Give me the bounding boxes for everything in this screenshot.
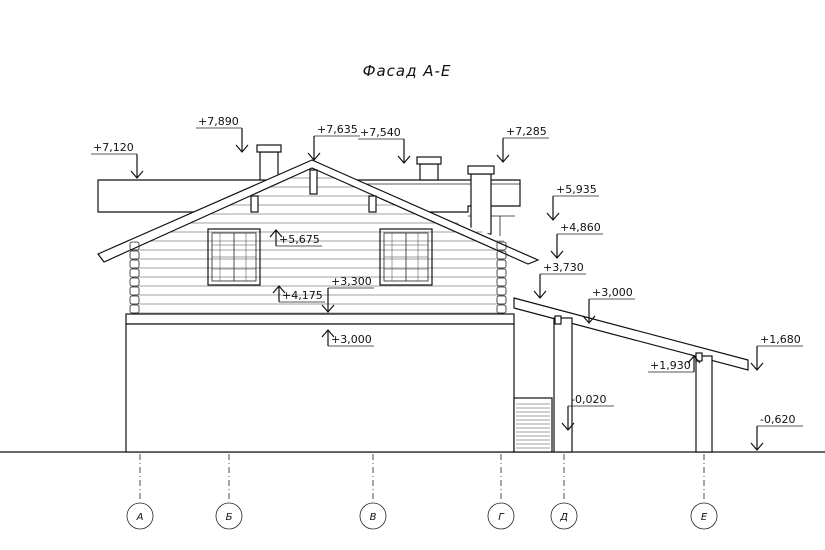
grid-axis: В — [359, 454, 387, 530]
elevation-label: +3,730 — [543, 261, 584, 274]
entrance-stairs — [513, 397, 553, 453]
grid-axis-label: А — [136, 512, 144, 523]
elevation-label: +7,540 — [360, 126, 401, 139]
elevation-marks: +7,120 +7,890 +7,635+7,540 +7,285 +5,935 +5,6… — [91, 115, 803, 451]
windows — [207, 228, 433, 286]
floor-beam — [125, 313, 515, 325]
elevation-label: +7,635 — [317, 123, 358, 136]
grid-axis-label: В — [370, 512, 377, 523]
elevation-mark: -0,020 — [561, 393, 614, 431]
elevation-mark: +3,000 — [582, 286, 635, 324]
elevation-label: +4,860 — [560, 221, 601, 234]
elevation-mark: +5,675 — [269, 229, 322, 247]
elevation-mark: +3,730 — [533, 261, 586, 299]
corner-logs — [129, 241, 507, 314]
elevation-mark: +7,285 — [496, 125, 549, 163]
grid-axis-label: Д — [559, 512, 568, 523]
elevation-label: +1,930 — [650, 359, 691, 372]
grid-axis: Б — [215, 454, 243, 530]
grid-axes: А Б В Г Д Е — [126, 454, 718, 530]
gable-vents — [250, 169, 377, 213]
elevation-label: +7,890 — [198, 115, 239, 128]
elevation-label: +3,000 — [592, 286, 633, 299]
elevation-mark: +7,540 — [358, 126, 411, 164]
grid-axis-label: Е — [701, 512, 708, 523]
elevation-mark: +7,890 — [196, 115, 249, 153]
chimney-right — [467, 165, 495, 235]
elevation-label: +4,175 — [282, 289, 323, 302]
elevation-mark: +1,930 — [648, 355, 701, 373]
elevation-label: +5,675 — [279, 233, 320, 246]
ground-floor-wall — [125, 323, 515, 453]
elevation-mark: +5,935 — [546, 183, 599, 221]
elevation-label: -0,620 — [760, 413, 795, 426]
elevation-label: +5,935 — [556, 183, 597, 196]
elevation-mark: +4,860 — [550, 221, 603, 259]
elevation-mark: +7,120 — [91, 141, 144, 179]
elevation-mark: +3,300 — [321, 275, 374, 313]
elevation-mark: +4,175 — [272, 285, 325, 303]
grid-axis: Е — [690, 454, 718, 530]
chimney-middle — [416, 156, 442, 181]
elevation-mark: +3,000 — [321, 329, 374, 347]
drawing-title: Фасад А-Е — [363, 62, 452, 80]
chimney-left — [256, 144, 282, 181]
elevation-label: +3,000 — [331, 333, 372, 346]
elevation-mark: +7,635 — [307, 123, 360, 161]
elevation-mark: +1,680 — [750, 333, 803, 371]
canopy-roof — [513, 297, 749, 371]
grid-axis: Г — [487, 454, 515, 530]
grid-axis-label: Б — [226, 512, 233, 523]
grid-axis-label: Г — [498, 512, 505, 523]
grid-axis: Д — [550, 454, 578, 530]
grid-axis: А — [126, 454, 154, 530]
gable-roof — [97, 159, 540, 265]
elevation-label: +3,300 — [331, 275, 372, 288]
elevation-label: -0,020 — [571, 393, 606, 406]
elevation-label: +7,285 — [506, 125, 547, 138]
elevation-mark: -0,620 — [750, 413, 803, 451]
elevation-label: +7,120 — [93, 141, 134, 154]
elevation-label: +1,680 — [760, 333, 801, 346]
